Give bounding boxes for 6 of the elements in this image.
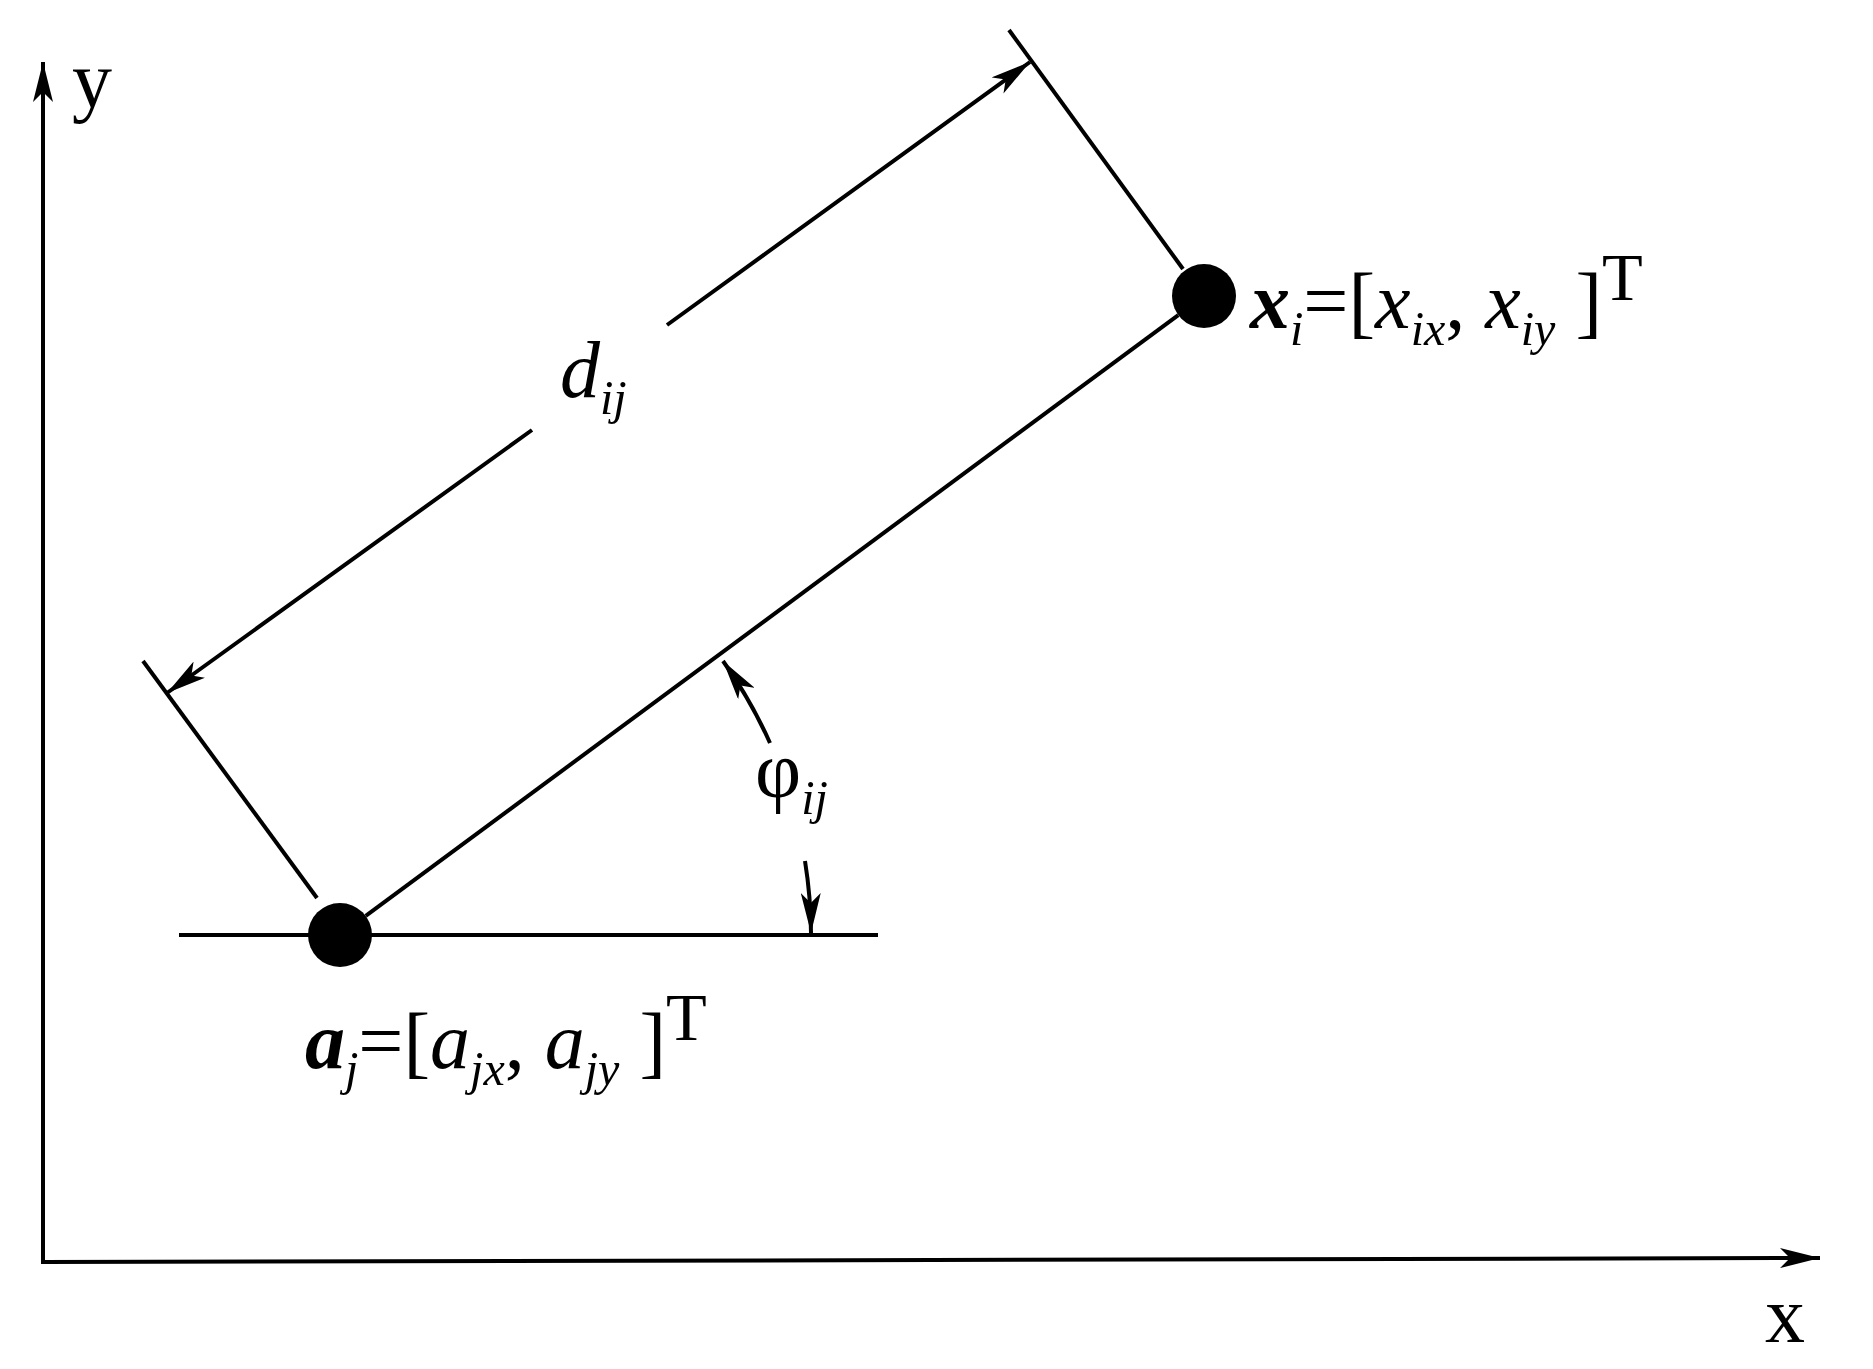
coordinate-label: a$_{j}$=[a$_{jx}$, a$_{jy}$ ]$^{T}$ [305, 985, 707, 1093]
distance-label: d$_{ij}$ [560, 330, 627, 422]
angle-label: φ$_{ij}$ [755, 730, 828, 822]
connecting-line [364, 313, 1180, 918]
axis-label: x [1765, 1275, 1805, 1355]
coordinate-label: x$_{i}$=[x$_{ix}$, x$_{iy}$ ]$^{T}$ [1250, 245, 1643, 353]
